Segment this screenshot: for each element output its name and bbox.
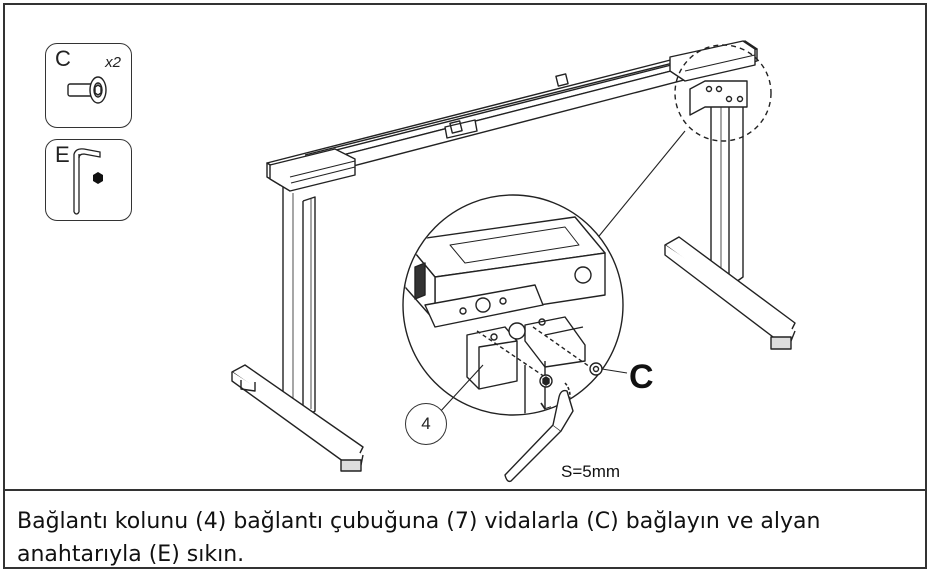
instruction-panel: C x2 E: [3, 3, 927, 569]
part-letter: C: [55, 46, 71, 71]
assembly-drawing: [231, 40, 796, 483]
right-leg: [664, 83, 796, 350]
part-number-callout: 4: [405, 403, 447, 445]
part-letter: E: [55, 142, 70, 167]
screw-c: [589, 362, 603, 376]
screw-icon: [67, 76, 107, 104]
frame-beam: [266, 40, 758, 192]
end-bracket: [689, 80, 748, 116]
allen-key-icon: [73, 148, 103, 215]
magnified-detail: [402, 194, 624, 416]
part-card-e: E: [45, 139, 132, 221]
part-quantity: x2: [105, 54, 121, 71]
left-leg: [231, 187, 364, 472]
detail-ring: [674, 44, 772, 142]
allen-key: [504, 389, 574, 483]
part-c-callout: C: [629, 358, 654, 396]
tool-size-label: S=5mm: [561, 462, 621, 481]
instruction-text: Bağlantı kolunu (4) bağlantı çubuğuna (7…: [17, 509, 821, 567]
leader-line: [594, 130, 686, 242]
divider: [5, 489, 925, 491]
part-card-c: C x2: [45, 43, 132, 128]
